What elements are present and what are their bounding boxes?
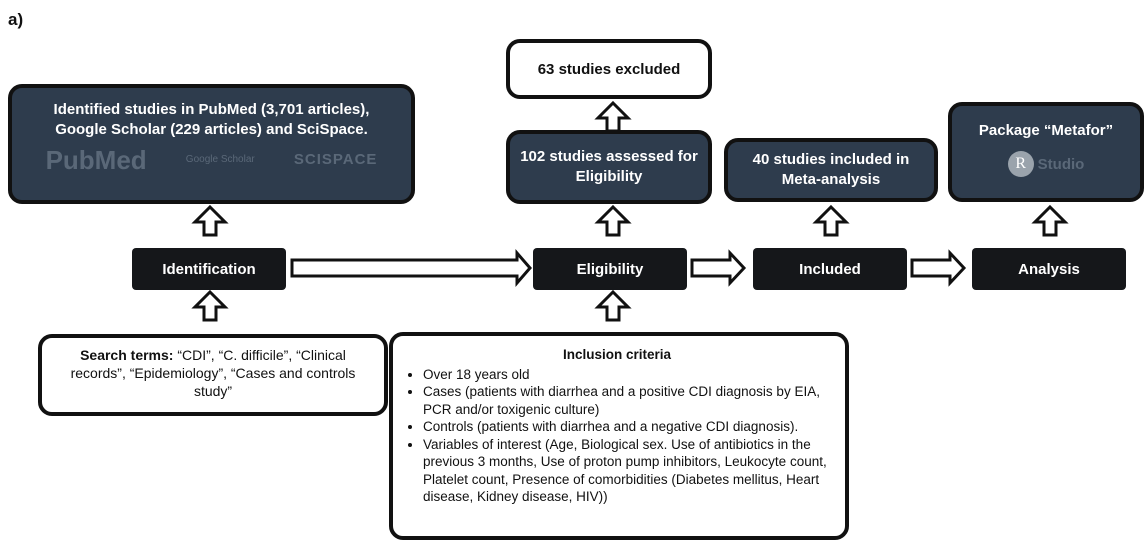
inclusion-item: Cases (patients with diarrhea and a posi… (423, 383, 829, 418)
inclusion-criteria-list: Over 18 years old Cases (patients with d… (405, 366, 829, 506)
arrow-up-eligibility-bottom (596, 290, 630, 322)
stage-eligibility: Eligibility (533, 248, 687, 290)
inclusion-criteria-box: Inclusion criteria Over 18 years old Cas… (389, 332, 849, 540)
arrow-up-analysis (1033, 205, 1067, 237)
stage-analysis: Analysis (972, 248, 1126, 290)
arrow-up-identification-bottom (193, 290, 227, 322)
arrow-right-eligibility (690, 249, 747, 287)
panel-label: a) (8, 10, 24, 29)
rstudio-text: Studio (1037, 155, 1085, 173)
arrow-right-identification (290, 248, 532, 288)
pubmed-logo: PubMed (45, 145, 147, 175)
r-icon: R (1007, 151, 1034, 177)
package-text: Package “Metafor” (978, 122, 1114, 139)
rstudio-logo: R Studio (952, 151, 1140, 177)
arrow-up-excluded (596, 101, 630, 133)
identified-studies-text: Identified studies in PubMed (3,701 arti… (53, 101, 370, 138)
inclusion-item: Over 18 years old (423, 366, 829, 384)
stage-identification: Identification (132, 248, 286, 290)
inclusion-item: Controls (patients with diarrhea and a n… (423, 418, 829, 436)
inclusion-criteria-title: Inclusion criteria (562, 347, 672, 362)
search-terms-text: “CDI”, “C. difficile”, “Clinical records… (70, 347, 356, 399)
included-text: 40 studies included in Meta-analysis (752, 151, 910, 188)
assessed-text: 102 studies assessed for Eligibility (520, 148, 698, 185)
arrow-right-included (910, 249, 967, 287)
excluded-box: 63 studies excluded (506, 39, 712, 99)
package-box: Package “Metafor” R Studio (948, 102, 1144, 202)
included-box: 40 studies included in Meta-analysis (724, 138, 938, 202)
google-scholar-logo: Google Scholar (185, 154, 255, 165)
identified-studies-box: Identified studies in PubMed (3,701 arti… (8, 84, 415, 204)
stage-included: Included (753, 248, 907, 290)
arrow-up-identification-top (193, 205, 227, 237)
search-terms-box: Search terms: “CDI”, “C. difficile”, “Cl… (38, 334, 388, 416)
assessed-box: 102 studies assessed for Eligibility (506, 130, 712, 204)
excluded-text: 63 studies excluded (537, 60, 681, 78)
database-logos: PubMed Google Scholar SCISPACE (26, 145, 397, 175)
arrow-up-included (814, 205, 848, 237)
search-terms-label: Search terms: (80, 347, 174, 363)
arrow-up-eligibility-top (596, 205, 630, 237)
scispace-logo: SCISPACE (293, 151, 378, 168)
inclusion-item: Variables of interest (Age, Biological s… (423, 436, 829, 506)
